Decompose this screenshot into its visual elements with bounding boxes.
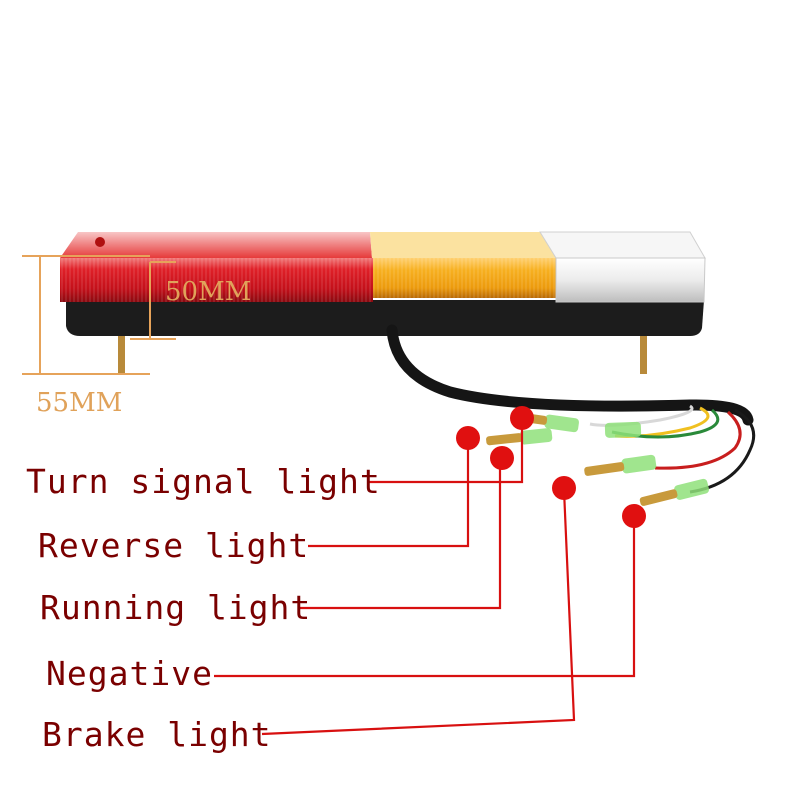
right-stud [640, 332, 647, 374]
dimension-lines [22, 255, 176, 375]
height-label-55mm: 55MM [36, 388, 123, 418]
label-running-light: Running light [40, 588, 312, 627]
callout-markers [456, 406, 646, 528]
lamp-top-face [60, 231, 706, 259]
marker-negative [622, 504, 646, 528]
leader-brake [261, 489, 576, 736]
mounting-studs [118, 332, 647, 374]
leader-negative [214, 518, 636, 678]
left-stud [118, 332, 125, 374]
red-wire [654, 410, 742, 470]
clear-lens [555, 257, 706, 303]
leader-turn-signal [368, 420, 524, 484]
connector-3 [604, 421, 642, 438]
marker-turn-signal [510, 406, 534, 430]
connector-4 [584, 454, 657, 476]
white-wire [589, 404, 694, 427]
reflector-dot [95, 237, 105, 247]
label-turn-signal-light: Turn signal light [26, 462, 381, 501]
black-wire [689, 408, 756, 494]
connector-5 [639, 478, 710, 506]
leader-running [300, 460, 502, 610]
lamp-housing [66, 300, 704, 336]
height-label-50mm: 50MM [165, 277, 252, 307]
label-reverse-light: Reverse light [38, 526, 310, 565]
label-negative: Negative [46, 654, 213, 693]
callout-leaders [214, 420, 636, 736]
marker-brake [552, 476, 576, 500]
leader-reverse [308, 440, 470, 548]
label-brake-light: Brake light [42, 715, 272, 754]
wires [589, 404, 756, 494]
marker-running [490, 446, 514, 470]
main-cable [386, 324, 754, 426]
connector-2 [486, 428, 553, 446]
marker-reverse [456, 426, 480, 450]
